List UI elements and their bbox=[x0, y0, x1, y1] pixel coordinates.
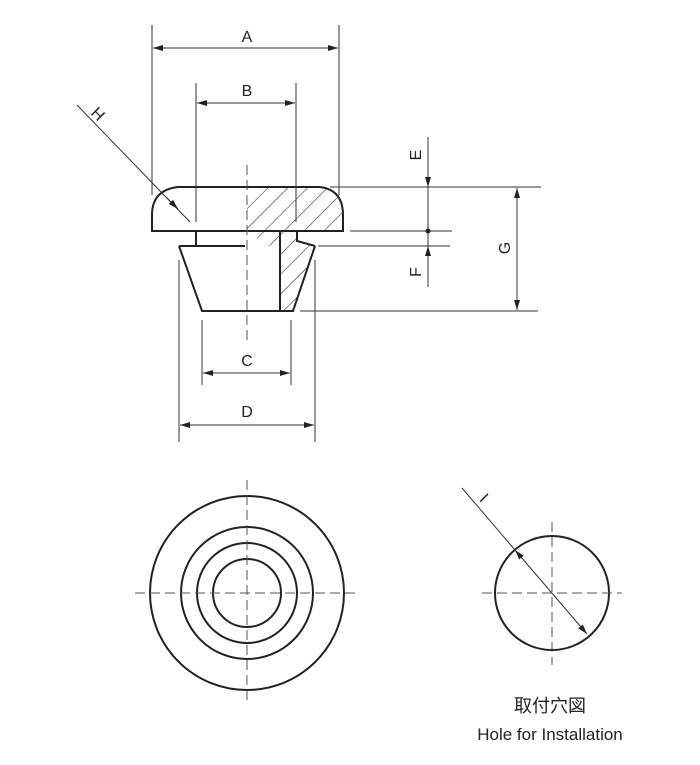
top-view bbox=[135, 480, 360, 705]
dimension-i-leader bbox=[461, 487, 516, 551]
label-i: I bbox=[477, 490, 492, 505]
installation-hole-view: I 取付穴図 Hole for Installation bbox=[461, 487, 623, 744]
section-hatch bbox=[247, 187, 343, 311]
label-a: A bbox=[242, 29, 253, 46]
dimension-h-arrow bbox=[165, 196, 179, 210]
label-g: G bbox=[497, 242, 514, 254]
label-c: C bbox=[241, 353, 253, 370]
caption-japanese: 取付穴図 bbox=[514, 696, 586, 716]
dimension-i bbox=[514, 549, 588, 635]
body-outline bbox=[178, 231, 316, 312]
caption-english: Hole for Installation bbox=[477, 725, 623, 744]
label-b: B bbox=[242, 83, 253, 100]
label-d: D bbox=[241, 404, 253, 421]
label-f: F bbox=[408, 267, 425, 277]
section-view: A B H E F G C D bbox=[76, 25, 541, 442]
neck-outline bbox=[195, 231, 316, 247]
dimension-dot bbox=[425, 228, 431, 234]
label-e: E bbox=[408, 150, 425, 161]
cap-outline bbox=[151, 186, 344, 232]
